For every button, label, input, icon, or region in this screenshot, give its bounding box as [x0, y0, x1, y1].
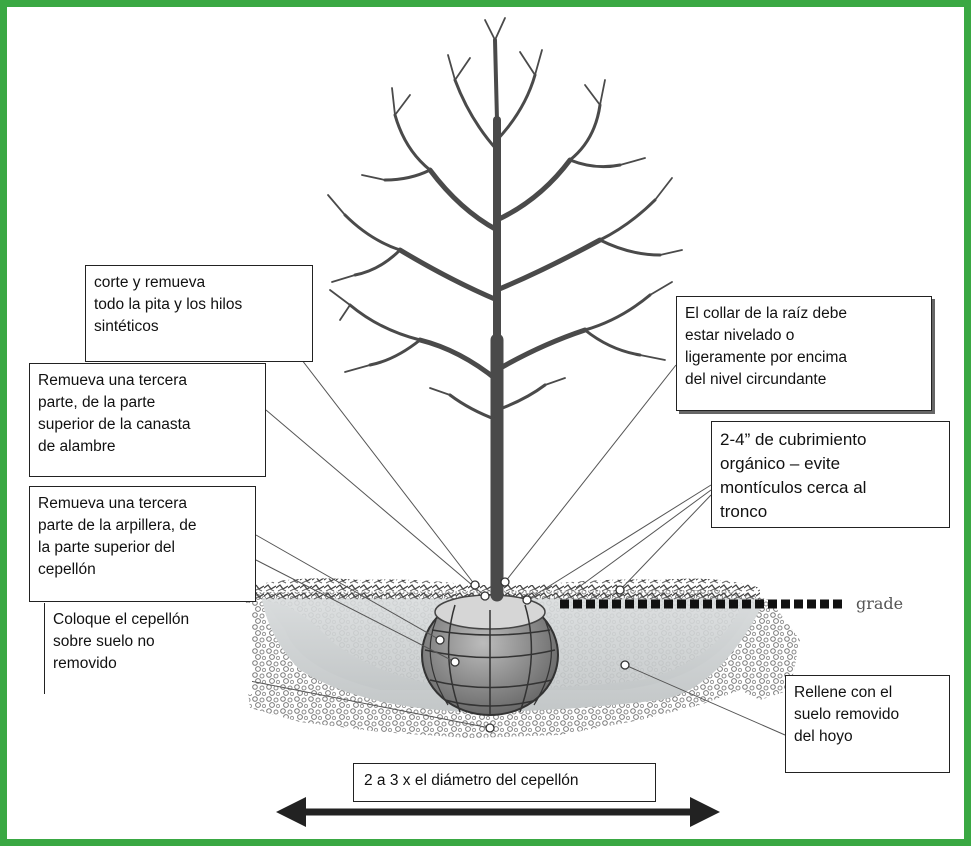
- callout-text: Rellene con el suelo removido del hoyo: [794, 684, 900, 745]
- root-ball: [421, 594, 559, 716]
- callout-undisturbed-soil: Coloque el cepellón sobre suelo no remov…: [44, 603, 252, 694]
- callout-text: Coloque el cepellón sobre suelo no remov…: [53, 611, 190, 672]
- callout-hole-width: 2 a 3 x el diámetro del cepellón: [353, 763, 656, 802]
- callout-text: corte y remueva todo la pita y los hilos…: [94, 274, 243, 335]
- tree: [327, 17, 683, 602]
- callout-text: 2 a 3 x el diámetro del cepellón: [364, 772, 579, 789]
- leader-lines: [244, 337, 786, 736]
- grade-label: grade: [856, 594, 904, 613]
- callout-root-collar: El collar de la raíz debe estar nivelado…: [676, 296, 932, 411]
- leader-dots: [435, 577, 630, 733]
- callout-mulch: 2-4” de cubrimiento orgánico – evite mon…: [711, 421, 950, 528]
- callout-text: 2-4” de cubrimiento orgánico – evite mon…: [720, 430, 867, 521]
- callout-burlap: Remueva una tercera parte de la arpiller…: [29, 486, 256, 602]
- callout-text: El collar de la raíz debe estar nivelado…: [685, 305, 847, 388]
- callout-backfill: Rellene con el suelo removido del hoyo: [785, 675, 950, 773]
- mulch-layer: [255, 578, 760, 600]
- hole-width-arrow: [276, 797, 720, 827]
- callout-text: Remueva una tercera parte, de la parte s…: [38, 372, 191, 455]
- callout-wire-basket: Remueva una tercera parte, de la parte s…: [29, 363, 266, 477]
- callout-cut-twine: corte y remueva todo la pita y los hilos…: [85, 265, 313, 362]
- callout-text: Remueva una tercera parte de la arpiller…: [38, 495, 197, 578]
